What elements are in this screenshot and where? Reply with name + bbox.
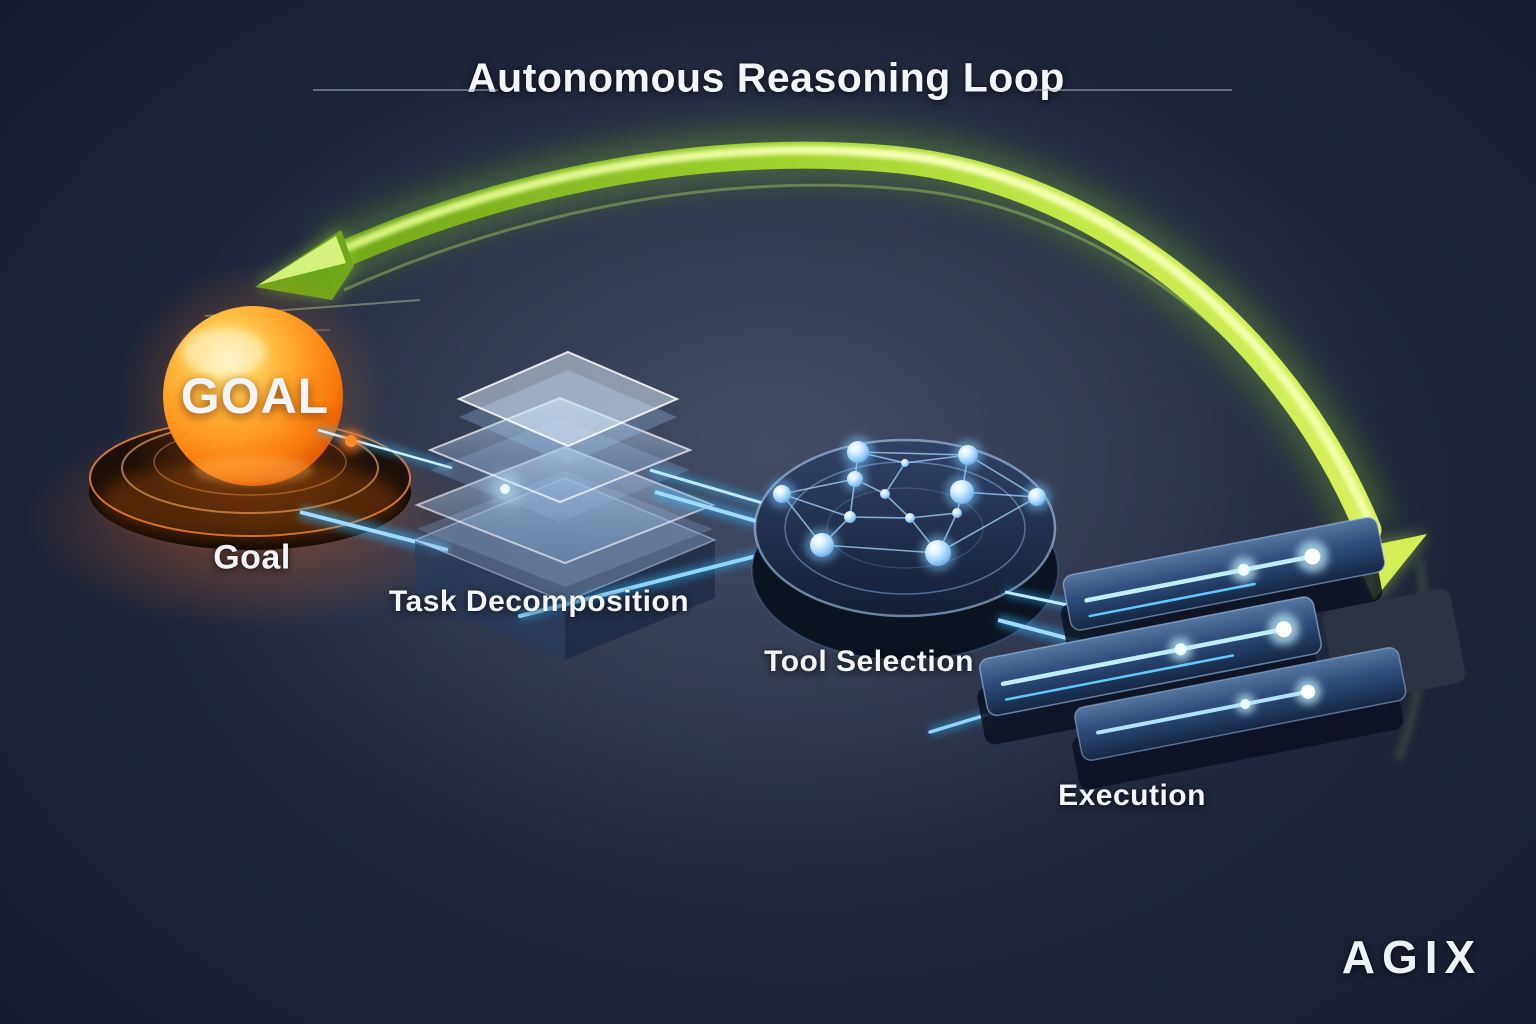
brand-logo: AGIX <box>1341 931 1483 983</box>
execution-streaks <box>1000 540 1329 738</box>
task-decomposition-label: Task Decomposition <box>388 585 690 618</box>
goal-sphere <box>118 263 388 533</box>
title-right-rule <box>1030 89 1232 91</box>
goal-sphere-text: GOAL <box>180 368 330 424</box>
tool-selection-disc <box>751 436 1059 661</box>
title-left-rule <box>313 89 498 91</box>
execution-label: Execution <box>1058 779 1206 812</box>
execution-slabs <box>977 516 1466 790</box>
goal-label: Goal <box>213 538 291 577</box>
tool-selection-label: Tool Selection <box>764 645 974 678</box>
task-decomposition-stack <box>413 350 717 660</box>
diagram-title: Autonomous Reasoning Loop <box>467 54 1065 101</box>
network-nodes <box>768 436 1051 571</box>
